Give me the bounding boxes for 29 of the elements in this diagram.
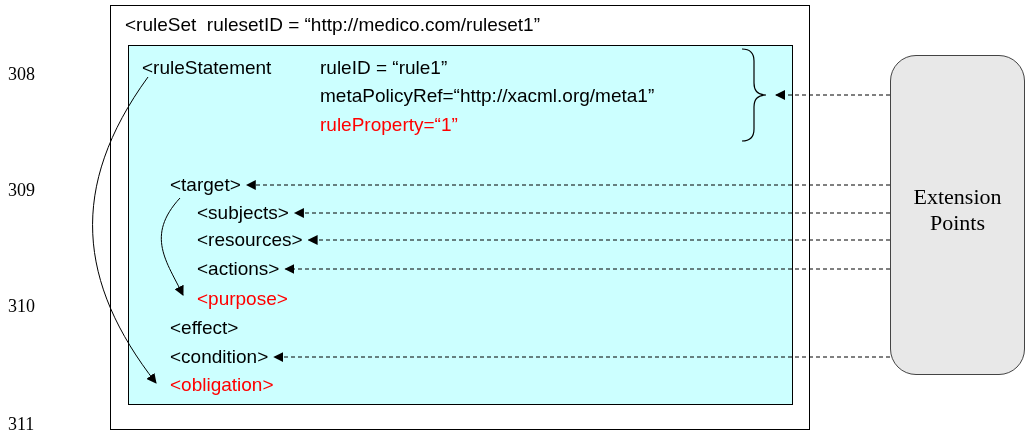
line-number: 309 [8,180,35,201]
dashed-arrow [245,180,891,190]
xml-element-text: <obligation> [170,374,274,396]
dashed-arrow [775,90,891,100]
dashed-arrow [284,264,891,274]
box-label: Extension Points [912,184,1003,236]
xml-element-text: <purpose> [197,288,288,310]
attribute-text: ruleProperty=“1” [320,114,458,136]
xml-element-text: <condition> [170,346,269,368]
attribute-text: metaPolicyRef=“http://xacml.org/meta1” [320,85,655,107]
curved-arrow [92,76,157,384]
xml-element-text: <subjects> [197,202,289,224]
line-number: 310 [8,296,35,317]
xml-element-text: <effect> [170,317,239,339]
xml-element-text: <ruleStatement [142,57,272,79]
dashed-arrow [307,235,891,245]
ruleset-heading: <ruleSet rulesetID = “http://medico.com/ruleset1” [125,14,540,36]
line-number: 308 [8,64,35,85]
dashed-arrow [273,352,891,362]
curved-arrow [160,197,184,296]
xml-element-text: <target> [170,174,241,196]
extension-points-box [890,55,1025,375]
dashed-arrow [293,208,891,218]
xml-element-text: <actions> [197,258,280,280]
line-number: 311 [8,414,35,435]
rule-statement-box [128,45,793,405]
xml-element-text: <resources> [197,229,303,251]
attribute-text: ruleID = “rule1” [320,57,448,79]
ruleset-box [110,5,810,430]
